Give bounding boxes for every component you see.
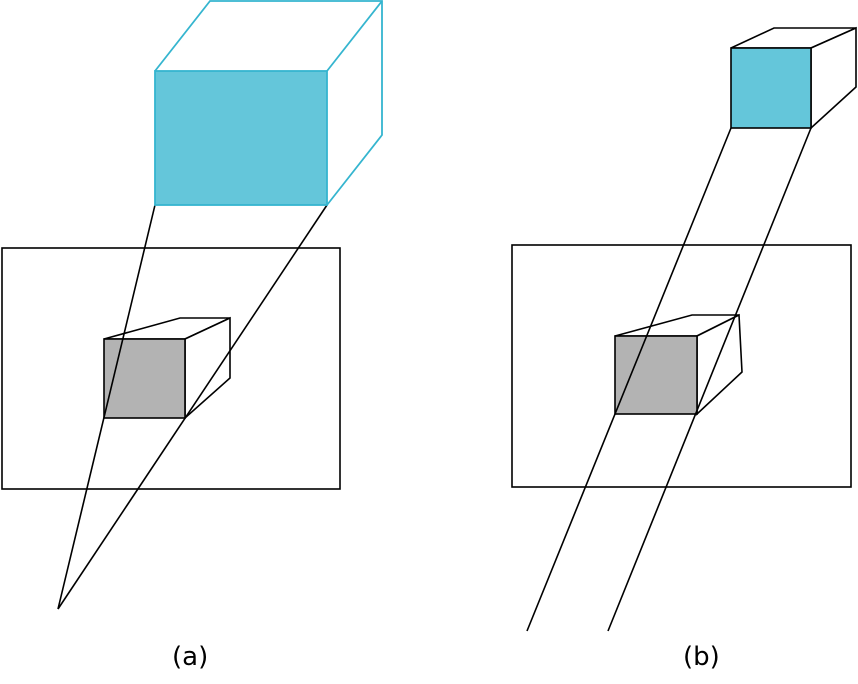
projection-plane-b — [511, 244, 852, 488]
projector-line-b-1 — [526, 127, 732, 632]
caption-b: (b) — [683, 642, 720, 672]
projection-plane-a — [1, 247, 341, 490]
projected-cube-a-front — [154, 70, 328, 206]
projected-cube-b — [730, 26, 857, 130]
object-cube-a — [103, 316, 231, 420]
projector-line-b-2 — [607, 127, 812, 632]
caption-a: (a) — [172, 642, 209, 672]
projected-cube-a — [154, 0, 383, 206]
object-cube-a-front — [103, 338, 186, 419]
projected-cube-a-edge-top — [326, 0, 383, 72]
projector-line-a-2 — [57, 204, 328, 610]
projector-line-a-1 — [57, 204, 156, 610]
panel-b — [511, 26, 857, 632]
panel-a — [1, 0, 383, 610]
object-cube-b — [614, 313, 743, 416]
object-cube-b-front — [614, 335, 698, 415]
projected-cube-b-front — [730, 47, 812, 129]
